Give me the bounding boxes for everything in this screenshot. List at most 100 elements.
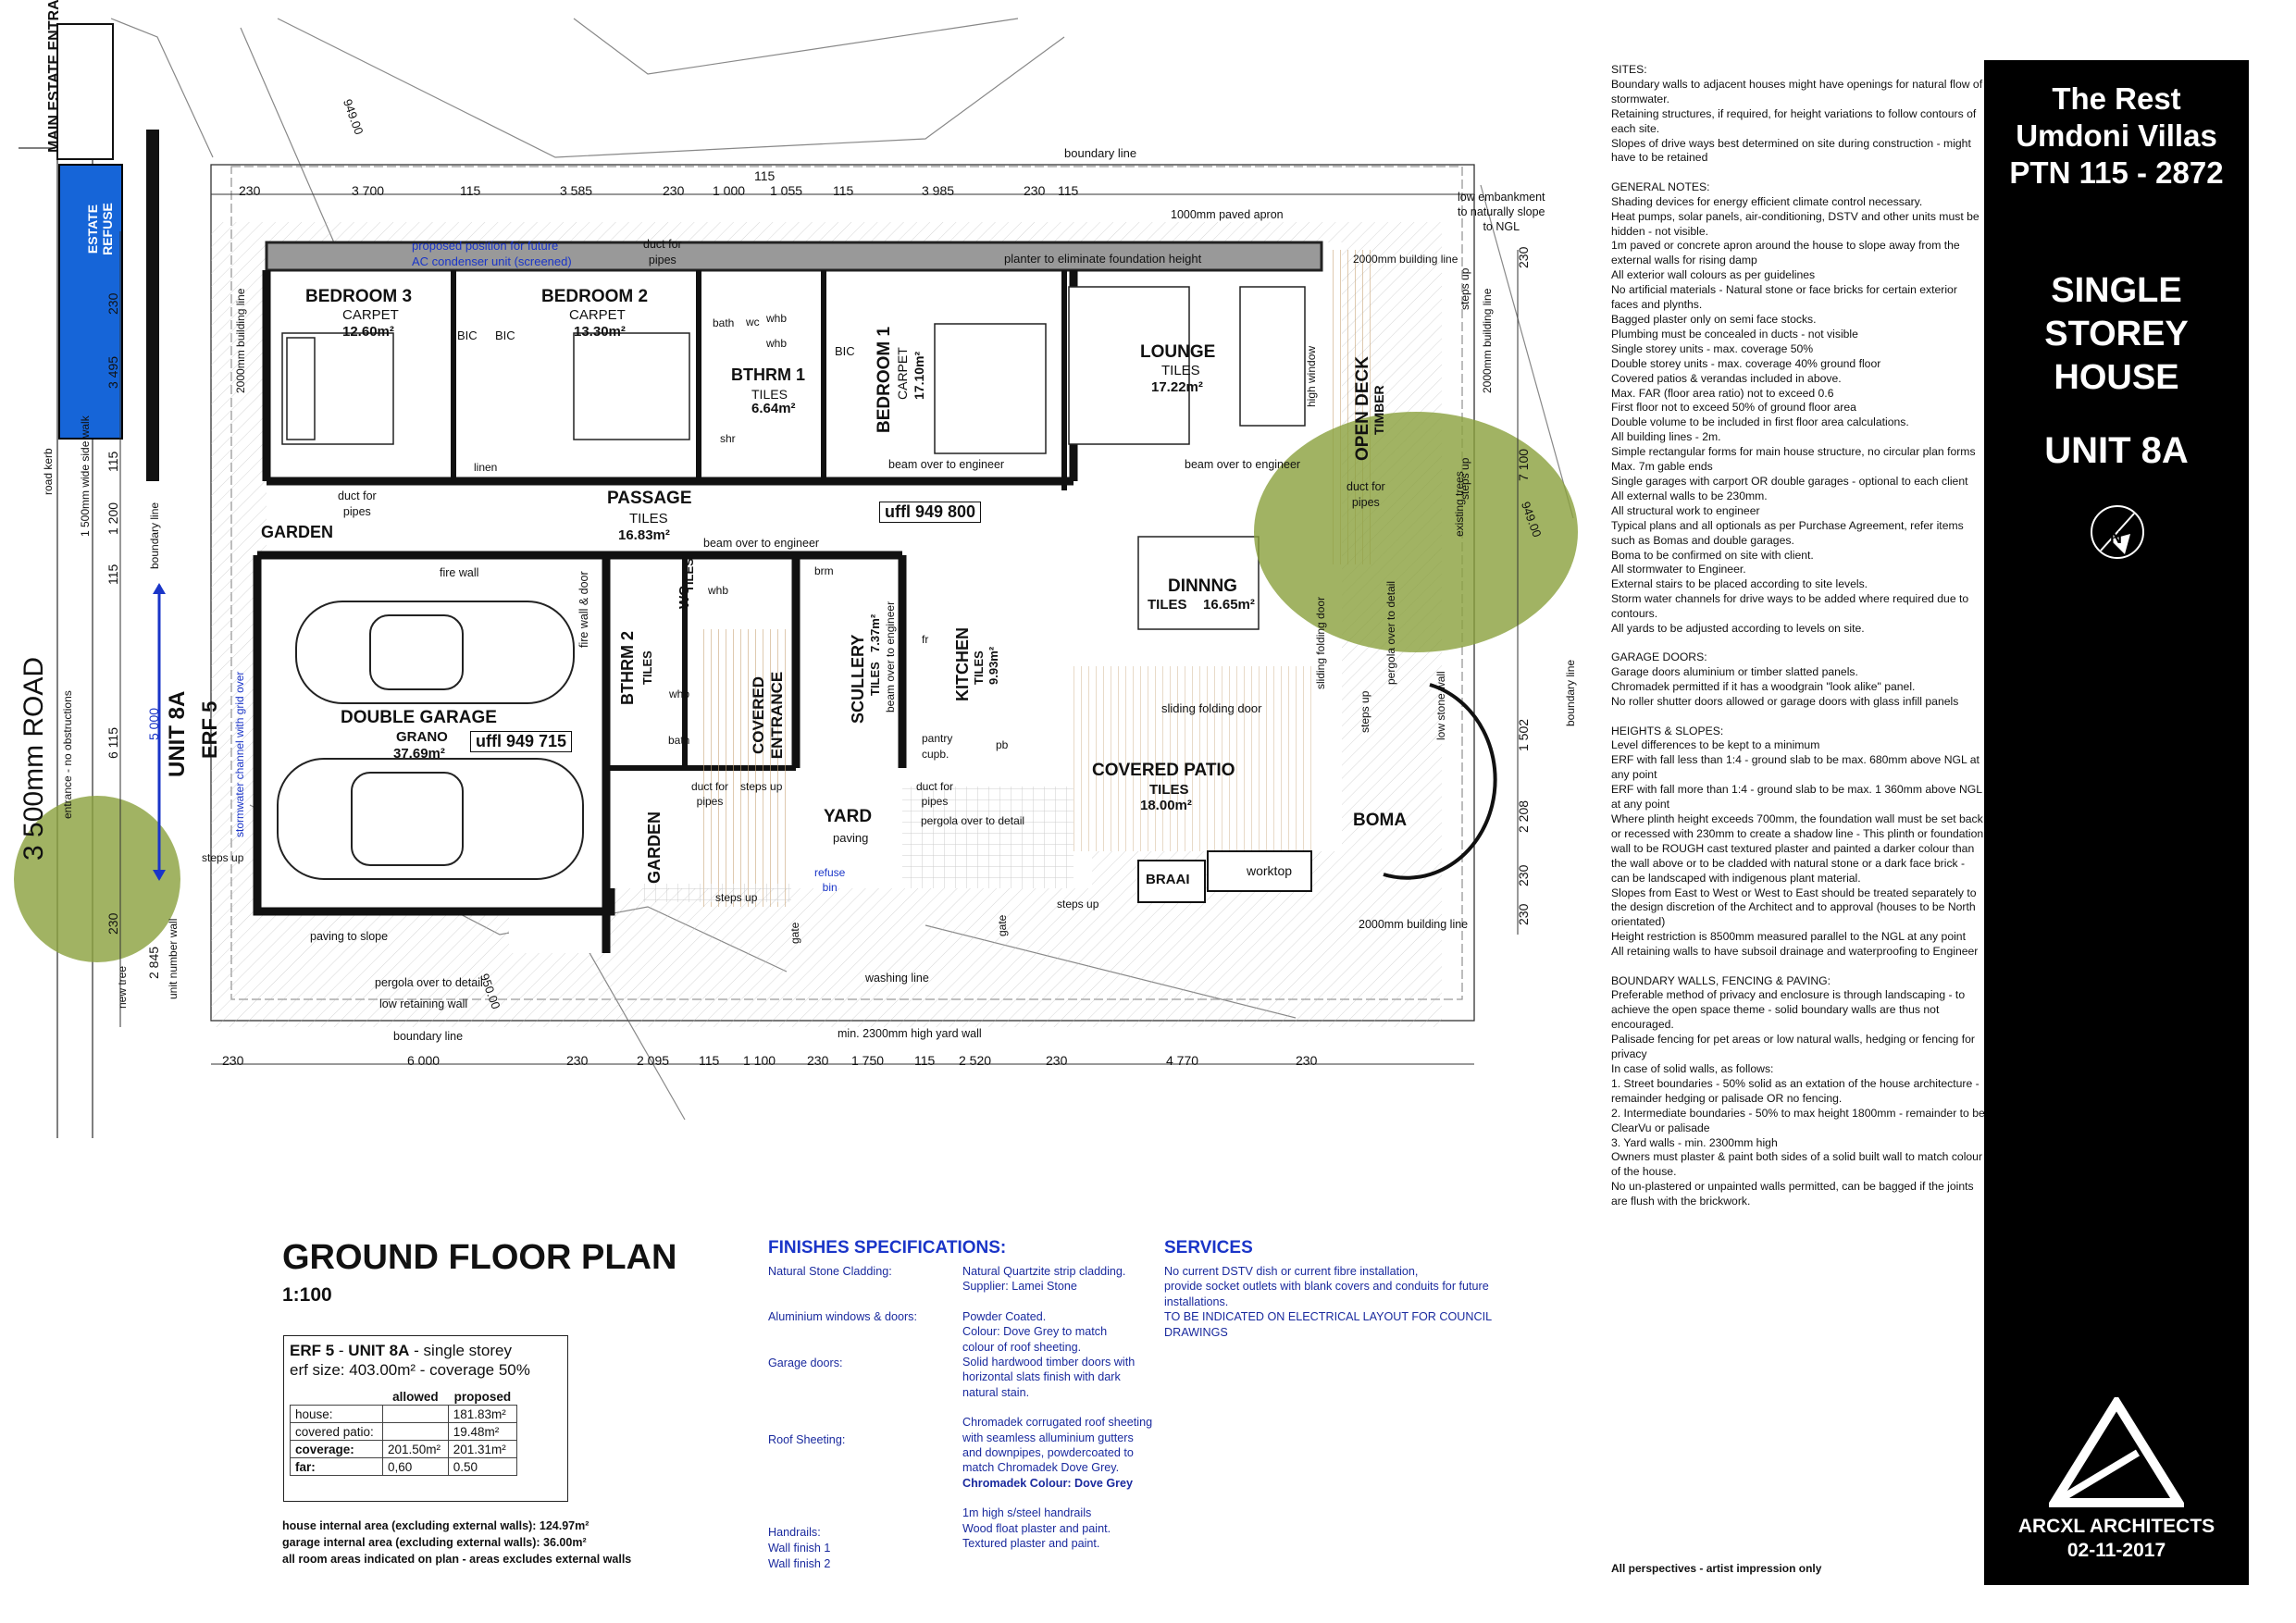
dinning-area: 16.65m² bbox=[1203, 597, 1255, 613]
covered-entrance-label: COVERED ENTRANCE bbox=[750, 671, 786, 760]
notes-line: Garage doors aluminium or timber slatted… bbox=[1611, 665, 1858, 679]
notes-line: All retaining walls to have subsoil drai… bbox=[1611, 945, 1979, 959]
pergola-detail-label-1: pergola over to detail bbox=[1384, 580, 1397, 685]
bedroom-1-finish: CARPET bbox=[895, 347, 910, 400]
project-line-0: The Rest bbox=[2052, 81, 2181, 116]
scullery-name: SCULLERY bbox=[849, 634, 867, 724]
dim-right-1: 7 100 bbox=[1516, 448, 1531, 481]
boundary-line-bottom-label: boundary line bbox=[393, 1030, 464, 1043]
notes-section-heading: GENERAL NOTES: bbox=[1611, 180, 1710, 193]
pergola-detail-label-3: pergola over to detail bbox=[375, 976, 483, 989]
dim-left-2: 115 bbox=[105, 451, 120, 472]
dim-bottom-7: 1 750 bbox=[851, 1053, 885, 1068]
finish-3-line-2: and downpipes, powdercoated to bbox=[962, 1446, 1134, 1460]
notes-footer: All perspectives - artist impression onl… bbox=[1611, 1562, 1822, 1575]
notes-line: Level differences to be kept to a minimu… bbox=[1611, 738, 1820, 752]
dim-bottom-9: 2 520 bbox=[959, 1053, 992, 1068]
notes-section: GENERAL NOTES:Shading devices for energy… bbox=[1611, 180, 1986, 637]
notes-line: 1m paved or concrete apron around the ho… bbox=[1611, 239, 1960, 267]
notes-line: First floor not to exceed 50% of ground … bbox=[1611, 401, 1856, 415]
erf-table-header-0 bbox=[291, 1388, 383, 1406]
house-type: SINGLE STOREY HOUSE bbox=[1984, 269, 2249, 400]
project-line-1: Umdoni Villas bbox=[2016, 118, 2217, 153]
area-note-1: garage internal area (excluding external… bbox=[282, 1536, 587, 1549]
finish-1-line-0: Powder Coated. bbox=[962, 1309, 1047, 1323]
bedroom-1-name: BEDROOM 1 bbox=[875, 326, 894, 433]
sliding-folding-door-label-1: sliding folding door bbox=[1161, 701, 1262, 715]
dim-top-2: 115 bbox=[460, 183, 481, 198]
finish-3-line-0: Chromadek corrugated roof sheeting bbox=[962, 1416, 1153, 1430]
low-embankment-label: low embankment to naturally slope to NGL bbox=[1458, 191, 1545, 233]
notes-line: Simple rectangular forms for main house … bbox=[1611, 445, 1976, 459]
steps-up-label-6: steps up bbox=[1458, 457, 1471, 500]
dim-bottom-12: 230 bbox=[1296, 1053, 1318, 1068]
notes-section-heading: SITES: bbox=[1611, 63, 1647, 76]
bedroom-3-area: 12.60m² bbox=[342, 324, 394, 340]
paving-slope-label: paving to slope bbox=[310, 930, 389, 943]
open-deck-label: OPEN DECK bbox=[1353, 356, 1372, 461]
notes-line: Boma to be confirmed on site with client… bbox=[1611, 548, 1814, 562]
bedroom-2-name: BEDROOM 2 bbox=[541, 287, 649, 306]
planter-label: planter to eliminate foundation height bbox=[1004, 252, 1202, 266]
covered-patio-area: 18.00m² bbox=[1140, 798, 1192, 813]
dim-bottom-8: 115 bbox=[914, 1053, 936, 1068]
beam-engineer-label-1: beam over to engineer bbox=[888, 458, 1005, 471]
finish-1-line-1: Colour: Dove Grey to match bbox=[962, 1325, 1108, 1339]
services-line-3: TO BE INDICATED ON ELECTRICAL LAYOUT FOR… bbox=[1164, 1310, 1493, 1324]
duct-pipes-entrance-label: duct for pipes bbox=[691, 780, 729, 808]
firm-name: ARCXL ARCHITECTS 02-11-2017 bbox=[1984, 1515, 2249, 1563]
notes-line: Max. 7m gable ends bbox=[1611, 460, 1713, 474]
title-block: The Rest Umdoni Villas PTN 115 - 2872 SI… bbox=[1984, 60, 2249, 1585]
stormwater-label: stormwater channel with grid over bbox=[233, 671, 246, 837]
notes-line: 3. Yard walls - min. 2300mm high bbox=[1611, 1135, 1778, 1149]
building-line-bottom-label: 2000mm building line bbox=[1359, 918, 1469, 931]
braai-label: BRAAI bbox=[1146, 872, 1190, 887]
scullery-area: 7.37m² bbox=[868, 613, 882, 652]
steps-up-label-7: steps up bbox=[1359, 690, 1371, 733]
dim-bottom-2: 230 bbox=[566, 1053, 589, 1068]
bic-label-3: BIC bbox=[835, 344, 855, 358]
triangle-logo-icon bbox=[2049, 1397, 2184, 1507]
area-note-0: house internal area (excluding external … bbox=[282, 1519, 590, 1532]
notes-line: Palisade fencing for pet areas or low na… bbox=[1611, 1033, 1975, 1061]
notes-line: Double storey units - max. coverage 40% … bbox=[1611, 356, 1881, 370]
bedroom-2-finish: CARPET bbox=[569, 307, 626, 323]
duct-pipes-deck-label: duct for pipes bbox=[1347, 480, 1385, 509]
bathroom-1-area: 6.64m² bbox=[751, 401, 796, 416]
house-type-line-0: SINGLE bbox=[2051, 271, 2182, 310]
lounge-finish: TILES bbox=[1161, 363, 1200, 378]
notes-line: Double volume to be included in first fl… bbox=[1611, 415, 1909, 429]
notes-line: All yards to be adjusted according to le… bbox=[1611, 622, 1865, 636]
passage-area: 16.83m² bbox=[618, 527, 670, 543]
notes-line: Slopes of drive ways best determined on … bbox=[1611, 136, 1971, 165]
steps-up-label-1: steps up bbox=[740, 780, 783, 793]
notes-line: All stormwater to Engineer. bbox=[1611, 563, 1746, 576]
side-walk-label: 1 500mm wide side walk bbox=[79, 415, 92, 537]
brm-label: brm bbox=[814, 564, 834, 577]
erf-table-header-2: proposed bbox=[453, 1389, 512, 1404]
notes-line: All exterior wall colours as per guideli… bbox=[1611, 268, 1816, 282]
beam-engineer-label-2: beam over to engineer bbox=[1185, 458, 1301, 471]
finish-item-3: Roof Sheeting: bbox=[768, 1433, 846, 1446]
finish-item-4: Handrails: bbox=[768, 1526, 821, 1539]
dim-right-4: 230 bbox=[1516, 864, 1531, 886]
erf-row-0-proposed: 181.83m² bbox=[447, 1405, 518, 1423]
finish-item-5: Wall finish 1 bbox=[768, 1542, 831, 1555]
notes-line: External stairs to be placed according t… bbox=[1611, 577, 1868, 591]
notes-line: Chromadek permitted if it has a woodgrai… bbox=[1611, 680, 1916, 694]
ac-note-line1: proposed position for future bbox=[412, 239, 559, 253]
dinning-finish: TILES bbox=[1148, 597, 1187, 613]
double-garage-name: DOUBLE GARAGE bbox=[341, 708, 497, 727]
notes-line: No roller shutter doors allowed or garag… bbox=[1611, 695, 1959, 709]
finish-1-line-2: colour of roof sheeting. bbox=[962, 1340, 1082, 1354]
bedroom-2-area: 13.30m² bbox=[574, 324, 626, 340]
dim-left-9: 5 000 bbox=[146, 707, 161, 740]
fire-wall-door-label: fire wall & door bbox=[577, 571, 590, 648]
steps-up-label-4: steps up bbox=[202, 851, 244, 864]
pergola-detail-label-2: pergola over to detail bbox=[921, 814, 1025, 827]
dim-left-4: 115 bbox=[105, 564, 120, 585]
sliding-folding-door-label-2: sliding folding door bbox=[1314, 596, 1327, 689]
svg-text:N: N bbox=[2110, 528, 2122, 547]
notes-line: Shading devices for energy efficient cli… bbox=[1611, 194, 1923, 208]
estate-refuse-label: ESTATE REFUSE bbox=[85, 203, 115, 255]
